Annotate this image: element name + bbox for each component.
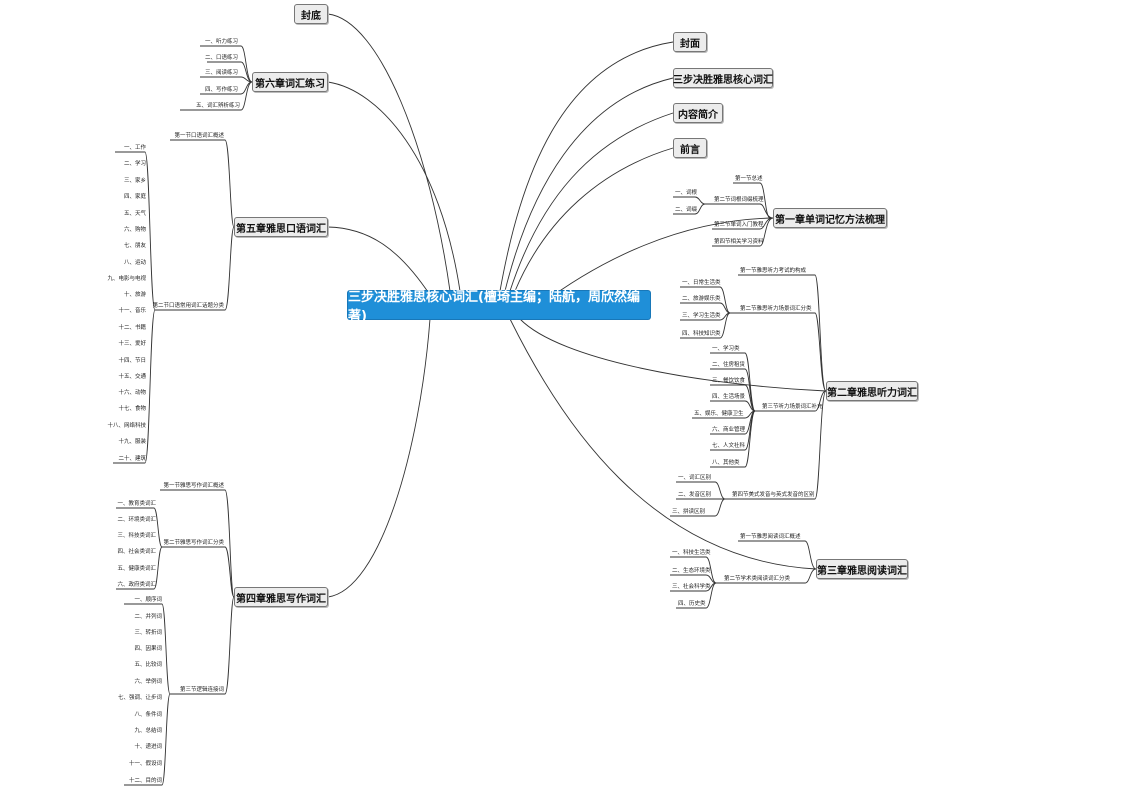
subtopic: 第二节词根词缀梳理 [714,197,764,203]
leaf-item: 十一、假设词 [128,761,162,767]
leaf-item: 一、工作 [123,145,146,151]
leaf-item: 十二、目的词 [128,778,162,784]
leaf-item: 七、强调、让步词 [117,695,162,701]
subtopic: 第三节逻辑连接词 [179,687,224,693]
root-topic[interactable]: 三步决胜雅思核心词汇(檀琦主编；陆航，周欣然编著) [348,290,650,324]
leaf-item: 二、住房租赁 [712,362,746,368]
topic-intro[interactable]: 内容简介 [673,103,723,123]
leaf-item: 八、其他类 [712,460,740,466]
leaf-item: 十四、节日 [118,358,146,364]
subtopic: 第一节口语词汇概述 [174,133,224,139]
leaf-item: 十六、动物 [118,390,146,396]
leaf-item: 二、学习 [123,161,146,167]
leaf-item: 八、运动 [123,260,146,266]
leaf-item: 二、环境类词汇 [117,517,156,523]
leaf-item: 六、商业管理 [712,427,746,433]
leaf-item: 三、科技类词汇 [117,533,156,539]
subtopic: 第四节美式发音与英式发音的区别 [732,492,815,498]
leaf-item: 一、词根 [675,190,698,196]
topic-chapter-6[interactable]: 第六章词汇练习 [252,72,328,92]
leaf-item: 七、朋友 [123,243,146,249]
leaf-item: 四、社会类词汇 [117,549,156,555]
leaf-item: 二、口语练习 [204,55,238,61]
leaf-item: 十三、爱好 [118,341,146,347]
leaf-item: 三、拼读区别 [672,509,706,515]
leaf-item: 五、娱乐、健康卫生 [694,411,744,417]
leaf-item: 三、阅读练习 [204,70,238,76]
leaf-item: 一、顺序词 [134,597,162,603]
leaf-item: 十、递进词 [134,744,162,750]
leaf-item: 一、教育类词汇 [117,501,156,507]
subtopic: 第一节雅思阅读词汇概述 [740,534,801,540]
leaf-item: 三、学习生活类 [682,313,721,319]
leaf-item: 十九、服装 [118,439,146,445]
leaf-item: 二十、建筑 [118,456,146,462]
leaf-item: 四、科技知识类 [682,331,721,337]
subtopic: 第一节雅思写作词汇概述 [163,483,224,489]
leaf-item: 四、家庭 [123,194,146,200]
leaf-item: 五、词汇辨析练习 [195,103,240,109]
leaf-item: 三、社会科学类 [672,584,711,590]
subtopic: 第二节学术类阅读词汇分类 [724,576,791,582]
leaf-item: 一、科技生活类 [672,550,711,556]
leaf-item: 四、因果词 [134,646,162,652]
topic-preface[interactable]: 前言 [673,138,707,158]
subtopic: 第二节雅思写作词汇分类 [163,540,224,546]
leaf-item: 一、学习类 [712,346,740,352]
leaf-item: 五、比较词 [134,662,162,668]
leaf-item: 八、条件词 [134,712,162,718]
leaf-item: 十七、食物 [118,406,146,412]
leaf-item: 六、购物 [123,227,146,233]
leaf-item: 四、历史类 [678,601,706,607]
topic-book-title[interactable]: 三步决胜雅思核心词汇 [673,68,773,88]
leaf-item: 二、发音区别 [678,492,712,498]
leaf-item: 九、总结词 [134,728,162,734]
topic-cover-back[interactable]: 封底 [294,4,328,24]
leaf-item: 九、电影与电视 [107,276,146,282]
leaf-item: 六、政府类词汇 [117,582,156,588]
leaf-item: 一、日常生活类 [682,280,721,286]
subtopic: 第三节单词入门教程 [714,222,764,228]
leaf-item: 十、旅游 [123,292,146,298]
leaf-item: 四、生活场景 [712,394,746,400]
leaf-item: 四、写作练习 [204,87,238,93]
topic-chapter-4[interactable]: 第四章雅思写作词汇 [234,587,328,607]
leaf-item: 三、家乡 [123,178,146,184]
topic-chapter-1[interactable]: 第一章单词记忆方法梳理 [773,208,887,228]
topic-chapter-2[interactable]: 第二章雅思听力词汇 [826,381,918,401]
subtopic: 第二节口语常用词汇话题分类 [152,303,224,309]
leaf-item: 五、天气 [123,211,146,217]
subtopic: 第四节相关学习资料 [714,239,764,245]
leaf-item: 五、健康类词汇 [117,566,156,572]
leaf-item: 十一、音乐 [118,308,146,314]
leaf-item: 二、旅游娱乐类 [682,296,721,302]
leaf-item: 一、词汇区别 [678,475,712,481]
leaf-item: 三、餐饮饮食 [712,378,746,384]
leaf-item: 二、并列词 [134,614,162,620]
subtopic: 第一节雅思听力考试的构成 [740,268,807,274]
topic-chapter-5[interactable]: 第五章雅思口语词汇 [234,217,328,237]
topic-chapter-3[interactable]: 第三章雅思阅读词汇 [816,559,908,579]
leaf-item: 三、转折词 [134,630,162,636]
topic-cover-front[interactable]: 封面 [673,32,707,52]
leaf-item: 十二、书籍 [118,325,146,331]
subtopic: 第一节总述 [735,176,763,182]
leaf-item: 六、举例词 [134,679,162,685]
leaf-item: 七、人文社科 [712,443,746,449]
leaf-item: 一、听力练习 [204,39,238,45]
subtopic: 第二节雅思听力场景词汇分类 [740,306,812,312]
leaf-item: 十五、交通 [118,374,146,380]
leaf-item: 二、词缀 [675,207,698,213]
subtopic: 第三节听力场景词汇补充 [762,404,823,410]
leaf-item: 十八、网络科技 [107,423,146,429]
leaf-item: 二、生态环境类 [672,568,711,574]
